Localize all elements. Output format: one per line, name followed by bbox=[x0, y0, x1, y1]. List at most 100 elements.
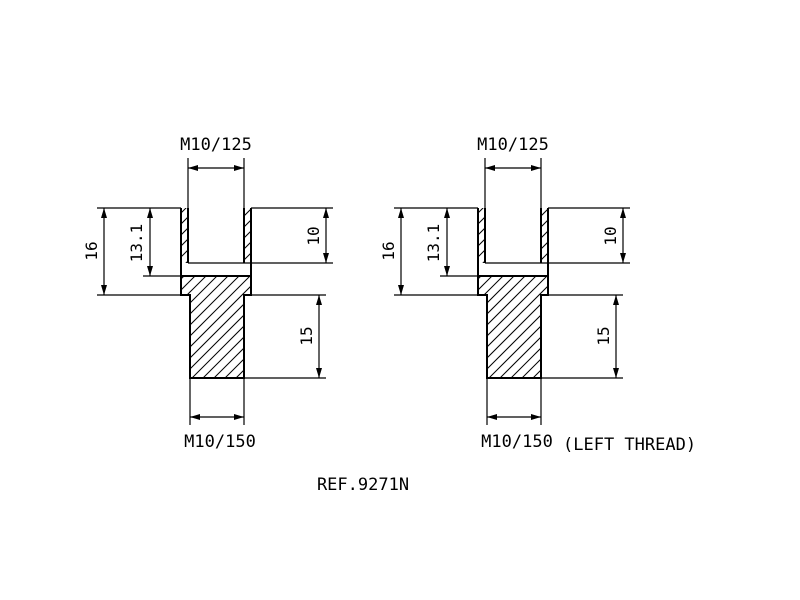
hatch-line bbox=[0, 0, 361, 600]
hatch-line bbox=[0, 0, 405, 600]
hatch-line bbox=[333, 0, 800, 600]
hatch-line bbox=[366, 0, 800, 600]
hatch-line bbox=[478, 276, 548, 378]
hatch-line bbox=[0, 0, 427, 600]
hatch-line bbox=[0, 0, 493, 600]
hatch-line bbox=[0, 0, 394, 600]
hatch-line bbox=[0, 0, 31, 600]
hatch-line bbox=[795, 0, 800, 600]
hatch-line bbox=[751, 0, 800, 600]
hatch-line bbox=[0, 0, 493, 600]
hatch-line bbox=[399, 0, 800, 600]
hatch-line bbox=[181, 276, 251, 378]
hatch-line bbox=[0, 0, 581, 600]
hatch-line bbox=[0, 0, 504, 600]
hatch-line bbox=[0, 0, 416, 600]
hatch-line bbox=[181, 276, 251, 378]
hatch-line bbox=[0, 0, 64, 600]
hatch-line bbox=[0, 0, 97, 600]
hatch-line bbox=[0, 0, 537, 600]
hatch-line bbox=[465, 0, 800, 600]
hatch-line bbox=[0, 0, 570, 600]
hatch-line bbox=[0, 0, 350, 600]
hatch-line bbox=[608, 0, 800, 600]
hatch-line bbox=[608, 0, 800, 600]
hatch-line bbox=[0, 0, 427, 600]
hatch-line bbox=[0, 0, 229, 600]
hatch-line bbox=[421, 0, 800, 600]
hatch-line bbox=[181, 276, 230, 378]
hatch-line bbox=[0, 0, 471, 600]
hatch-line bbox=[0, 0, 119, 600]
hatch-line bbox=[630, 0, 800, 600]
hatch-line bbox=[478, 276, 548, 378]
hatch-line bbox=[0, 0, 350, 600]
hatch-line bbox=[58, 0, 658, 600]
hatch-line bbox=[69, 0, 669, 600]
hatch-line bbox=[399, 0, 800, 600]
hatch-line bbox=[520, 0, 800, 600]
hatch-line bbox=[69, 0, 669, 600]
hatch-line bbox=[311, 0, 800, 600]
hatch-line bbox=[0, 0, 284, 600]
hatch-line bbox=[0, 0, 548, 600]
hatch-line bbox=[0, 0, 548, 600]
hatch-line bbox=[465, 0, 800, 600]
hatch-line bbox=[718, 0, 800, 600]
hatch-line bbox=[478, 276, 548, 378]
hatch-line bbox=[729, 0, 800, 600]
hatch-line bbox=[454, 0, 800, 600]
hatch-line bbox=[478, 216, 485, 225]
hatch-line bbox=[553, 0, 800, 600]
hatch-line bbox=[784, 0, 800, 600]
hatch-line bbox=[0, 0, 449, 600]
hatch-line bbox=[597, 0, 800, 600]
hatch-line bbox=[564, 0, 800, 600]
hatch-line bbox=[652, 0, 800, 600]
hatch-line bbox=[478, 276, 548, 378]
hatch-line bbox=[212, 0, 800, 600]
right-dim-16 bbox=[394, 207, 478, 296]
hatch-line bbox=[586, 0, 800, 600]
hatch-line bbox=[478, 276, 548, 378]
hatch-line bbox=[508, 276, 548, 378]
hatch-line bbox=[641, 0, 800, 600]
hatch-line bbox=[181, 276, 251, 378]
left-top-thread-dimension bbox=[187, 158, 245, 208]
hatch-line bbox=[478, 238, 485, 247]
left-dim-10 bbox=[244, 207, 333, 264]
hatch-line bbox=[553, 0, 800, 600]
hatch-line bbox=[773, 0, 800, 600]
hatch-line bbox=[322, 0, 800, 600]
hatch-line bbox=[553, 0, 800, 600]
hatch-line bbox=[0, 0, 559, 600]
hatch-line bbox=[80, 0, 680, 600]
hatch-line bbox=[421, 0, 800, 600]
hatch-line bbox=[784, 0, 800, 600]
hatch-line bbox=[366, 0, 800, 600]
hatch-line bbox=[0, 0, 416, 600]
hatch-line bbox=[181, 276, 251, 378]
hatch-line bbox=[740, 0, 800, 600]
right-bottom-thread-label: M10/150 bbox=[481, 432, 553, 452]
hatch-line bbox=[0, 0, 361, 600]
hatch-line bbox=[0, 0, 174, 600]
hatch-line bbox=[465, 0, 800, 600]
hatch-line bbox=[0, 0, 284, 600]
hatch-line bbox=[0, 0, 97, 600]
hatch-line bbox=[509, 0, 800, 600]
hatch-line bbox=[608, 0, 800, 600]
hatch-line bbox=[0, 0, 438, 600]
hatch-line bbox=[0, 0, 350, 600]
hatch-line bbox=[0, 0, 42, 600]
hatch-line bbox=[0, 0, 273, 600]
hatch-line bbox=[344, 0, 800, 600]
hatch-line bbox=[498, 0, 800, 600]
right-dim-15-label: 15 bbox=[594, 326, 613, 345]
hatch-line bbox=[685, 0, 800, 600]
hatch-line bbox=[344, 0, 800, 600]
hatch-line bbox=[542, 0, 800, 600]
hatch-line bbox=[482, 260, 485, 263]
right-top-thread-label: M10/125 bbox=[477, 135, 549, 155]
hatch-line bbox=[181, 227, 188, 236]
